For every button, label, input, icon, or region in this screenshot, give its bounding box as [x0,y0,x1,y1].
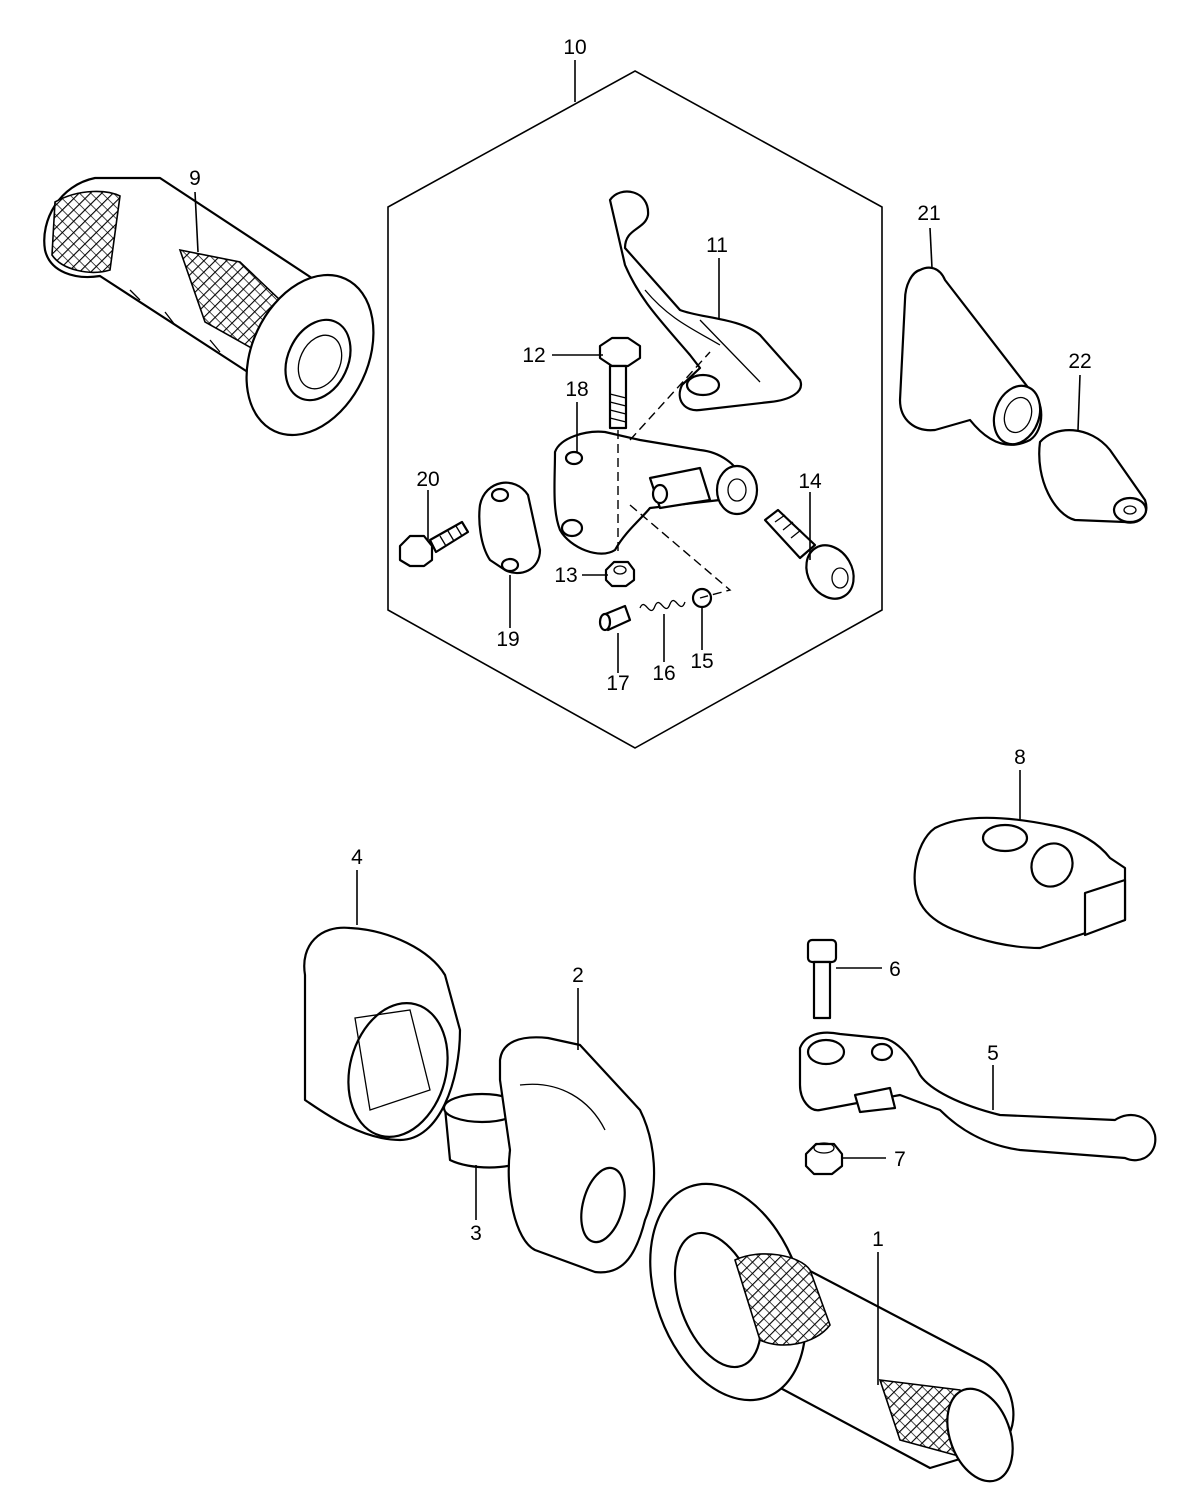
callout-6: 6 [889,958,901,981]
perch-18 [553,430,759,555]
throttle-cover-4 [303,926,462,1142]
nut-13 [604,560,636,588]
callout-4: 4 [351,846,363,869]
callout-8: 8 [1014,746,1026,769]
callout-20: 20 [416,468,439,491]
spring-16 [639,599,686,612]
callout-18: 18 [565,378,588,401]
callout-12: 12 [522,344,545,367]
adjuster-22 [1038,429,1148,524]
clamp-19 [478,481,542,575]
callout-19: 19 [496,628,519,651]
switch-housing-8 [913,816,1127,950]
assembly-frame-10 [387,70,883,749]
throttle-housing-2 [498,1036,656,1274]
callout-15: 15 [690,650,713,673]
callout-16: 16 [652,662,675,685]
callout-10: 10 [563,36,586,59]
screw-20 [398,520,470,568]
callout-7: 7 [894,1148,906,1171]
grip-left-9 [43,176,375,437]
callout-1: 1 [872,1228,884,1251]
cover-21 [898,266,1043,446]
assembly-lines [617,351,732,599]
callout-9: 9 [189,167,201,190]
callout-22: 22 [1068,350,1091,373]
callout-5: 5 [987,1042,999,1065]
plunger-17 [598,604,632,632]
grip-right-1 [649,1182,1015,1483]
bolt-12 [598,336,642,430]
nut-7 [804,1142,844,1176]
lever-5 [798,1031,1157,1162]
adjuster-14 [763,508,855,600]
leader-lines [194,60,1081,1385]
callout-3: 3 [470,1222,482,1245]
callout-14: 14 [798,470,822,493]
callout-2: 2 [572,964,584,987]
lever-11 [608,190,803,412]
callout-13: 13 [554,564,577,587]
bolt-6 [806,938,838,1020]
callout-labels: 10 9 11 12 18 20 14 13 19 17 16 15 21 22… [189,36,1092,1251]
callout-11: 11 [706,234,728,257]
callout-17: 17 [606,672,629,695]
callout-21: 21 [917,202,940,225]
